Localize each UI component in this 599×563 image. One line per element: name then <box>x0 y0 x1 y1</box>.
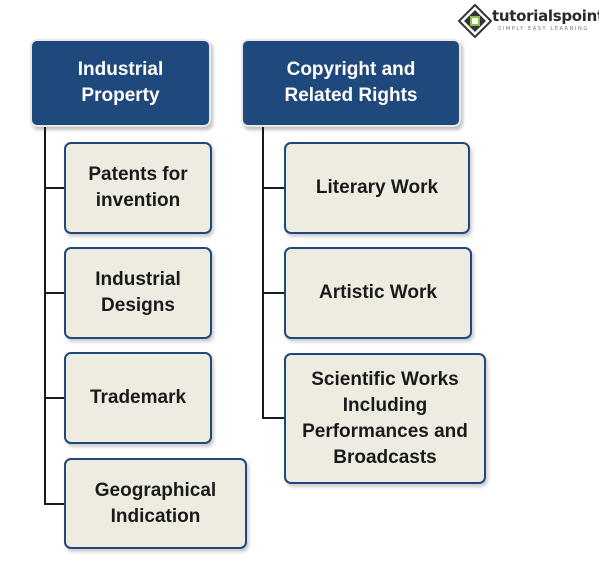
logo-text: tutorialspoint <box>492 7 599 25</box>
item-label: Trademark <box>89 387 187 408</box>
copyright-header: Copyright and Related Rights <box>241 39 461 127</box>
item-trademark: Trademark <box>64 352 212 444</box>
connector-industrial-designs <box>44 292 65 294</box>
connector-trademark <box>44 397 65 399</box>
copyright-trunk <box>262 127 264 419</box>
item-patents-for-invention: Patents for invention <box>64 142 212 234</box>
item-geographical-indication: Geographical Indication <box>64 458 247 549</box>
copyright-title: Copyright and Related Rights <box>284 59 418 106</box>
item-label: Artistic Work <box>319 282 437 303</box>
industrial-property-header: Industrial Property <box>30 39 211 127</box>
item-label: Patents for invention <box>88 164 188 211</box>
connector-scientific <box>262 417 285 419</box>
item-scientific-works: Scientific Works Including Performances … <box>284 353 486 484</box>
industrial-property-trunk <box>44 127 46 505</box>
connector-geographical <box>44 503 65 505</box>
tutorialspoint-logo: tutorialspoint SIMPLY EASY LEARNING <box>458 4 599 38</box>
tp-logo-icon <box>458 4 492 38</box>
connector-literary <box>262 187 285 189</box>
item-label: Industrial Designs <box>95 269 181 316</box>
item-label: Literary Work <box>315 177 439 198</box>
item-literary-work: Literary Work <box>284 142 470 234</box>
industrial-property-title: Industrial Property <box>77 59 164 106</box>
item-label: Geographical Indication <box>94 479 217 527</box>
item-artistic-work: Artistic Work <box>284 247 472 339</box>
item-label: Scientific Works Including Performances … <box>302 368 468 468</box>
connector-artistic <box>262 292 285 294</box>
connector-patents <box>44 187 65 189</box>
item-industrial-designs: Industrial Designs <box>64 247 212 339</box>
logo-tagline: SIMPLY EASY LEARNING <box>498 26 589 32</box>
